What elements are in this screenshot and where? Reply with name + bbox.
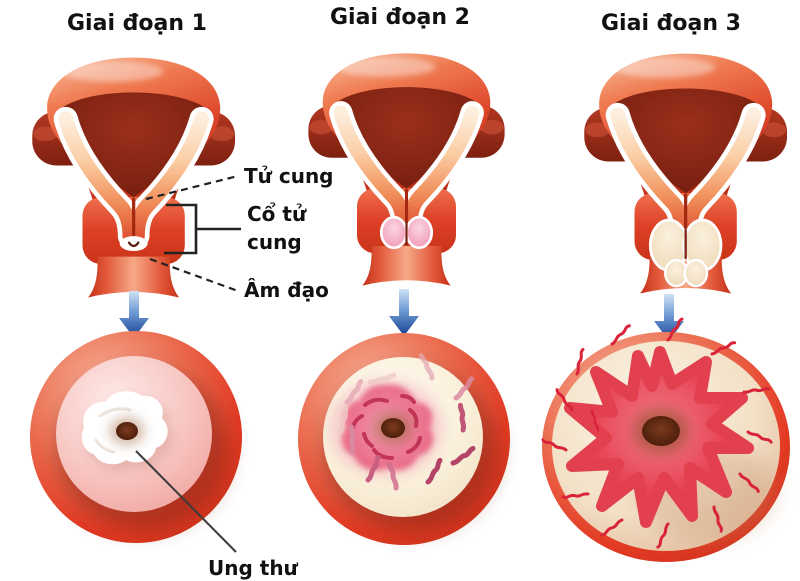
label-cervix-line1: Cổ tử xyxy=(247,202,307,226)
os-hole-stage-3 xyxy=(642,416,680,446)
uterus-illustration-stage-3 xyxy=(584,54,787,294)
tumor-stage-2 xyxy=(328,378,444,478)
stage-2-title: Giai đoạn 2 xyxy=(330,5,470,30)
cervix-bracket xyxy=(164,203,241,255)
cervix-circle-stage-3 xyxy=(541,317,790,562)
stage-1-title: Giai đoạn 1 xyxy=(67,11,207,36)
uterus-illustration-stage-1 xyxy=(32,58,235,298)
label-vagina: Âm đạo xyxy=(244,278,329,302)
label-cancer: Ung thư xyxy=(208,556,299,580)
annotations: Tử cung Cổ tử cung Âm đạo Ung thư xyxy=(135,164,334,580)
arrow-down-icon xyxy=(119,291,149,338)
label-cervix-line2: cung xyxy=(247,230,302,254)
cervix-circle-stage-2 xyxy=(298,333,510,545)
cervix-tumor-stage-3 xyxy=(648,218,723,288)
stage-3-title: Giai đoạn 3 xyxy=(601,11,741,36)
os-hole-stage-1 xyxy=(116,422,138,440)
uterus-illustration-stage-2 xyxy=(308,53,504,285)
leader-line-uterus xyxy=(145,174,239,201)
leader-line-cancer xyxy=(135,450,237,553)
label-uterus: Tử cung xyxy=(244,164,334,188)
os-hole-stage-2 xyxy=(381,418,405,438)
cervix-circle-stage-1 xyxy=(30,331,242,543)
leader-line-vagina xyxy=(149,257,239,293)
arrow-down-icon xyxy=(389,289,419,336)
cervix-lesion-stage-1 xyxy=(119,236,148,252)
lesion-stage-1 xyxy=(81,391,173,472)
tumor-stage-3 xyxy=(564,346,754,528)
cervix-tumor-stage-2 xyxy=(379,215,434,250)
